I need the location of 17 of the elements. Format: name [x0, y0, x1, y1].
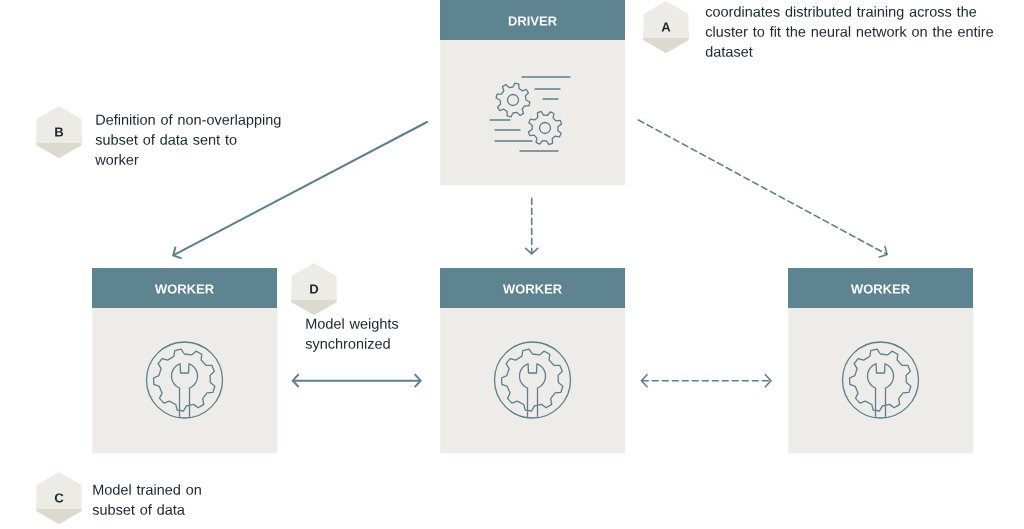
- letter-badge: A: [643, 1, 689, 53]
- annotation-text: Model weights synchronized: [305, 318, 399, 352]
- arrow: [172, 121, 428, 260]
- process-box: WORKER: [440, 268, 626, 454]
- arrow: [637, 119, 888, 259]
- letter-badge: D: [291, 263, 337, 315]
- process-box: WORKER: [92, 268, 278, 454]
- letter-badge: B: [36, 106, 82, 158]
- arrow: [291, 373, 422, 389]
- process-box: DRIVER: [440, 0, 626, 186]
- arrow: [640, 373, 772, 388]
- annotation-text: coordinates distributed training across the cluster to fit the neural network on the entire dataset: [705, 6, 994, 57]
- annotation-text: Model trained on subset of data: [92, 484, 201, 515]
- letter-badge: C: [36, 472, 82, 524]
- process-box: WORKER: [788, 268, 974, 454]
- annotation-text: Definition of non-overlapping subset of data sent to worker: [95, 114, 281, 165]
- arrow: [524, 197, 539, 255]
